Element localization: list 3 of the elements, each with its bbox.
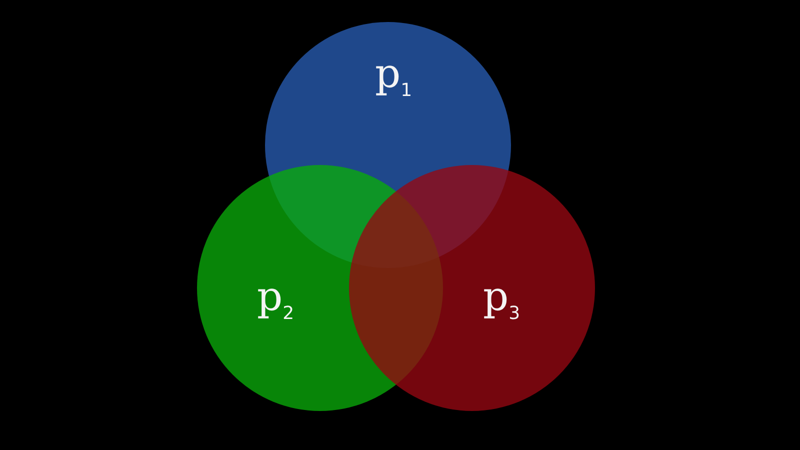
set-label: p$_{2}$ <box>257 277 294 323</box>
set-label: p$_{3}$ <box>483 277 520 323</box>
set-label: p$_{1}$ <box>375 54 412 100</box>
